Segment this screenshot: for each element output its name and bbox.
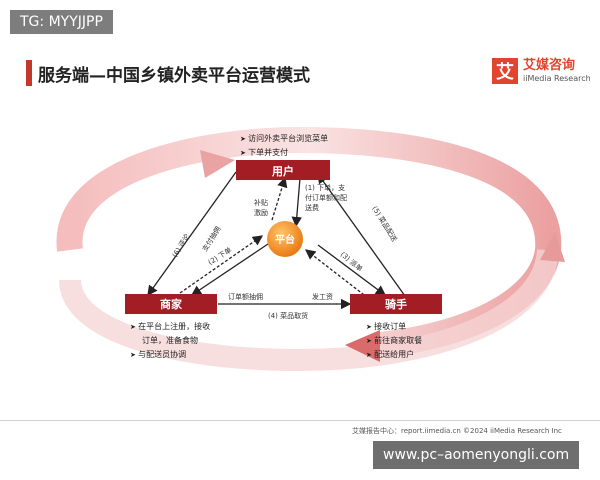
merchant-bullets: 在平台上注册，接收 订单，准备食物 与配送员协调 <box>130 320 210 362</box>
rider-bullet: 前往商家取餐 <box>366 334 422 348</box>
rider-bullets: 接收订单 前往商家取餐 配送给用户 <box>366 320 422 362</box>
label-pay-fee: 支付抽佣 <box>200 225 222 254</box>
iimedia-logo: 艾 艾媒咨询 iiMedia Research <box>492 58 591 84</box>
arrow-merchant-pays-platform <box>179 235 264 294</box>
arrow-rider-deliver-to-user <box>317 172 406 297</box>
operation-mode-diagram: 用户 平台 商家 骑手 (5) 菜品配送 (6) 评论 支付抽佣 (2) 下单 … <box>56 126 565 372</box>
node-platform-label: 平台 <box>275 233 295 246</box>
label-step1: (1) 下单，支 付订单额和配 送费 <box>305 184 347 212</box>
merchant-bullet: 在平台上注册，接收 <box>130 320 210 334</box>
arrow-user-to-platform <box>291 177 302 228</box>
node-rider: 骑手 <box>350 294 442 314</box>
cycle-ring-arrow <box>56 126 565 372</box>
label-wage: 发工资 <box>312 292 333 301</box>
node-user-label: 用户 <box>272 164 294 178</box>
rider-bullet: 配送给用户 <box>366 348 422 362</box>
node-merchant-label: 商家 <box>160 297 183 311</box>
ring-arrowhead-top <box>200 150 235 178</box>
flow-arrows <box>147 171 406 310</box>
merchant-bullet: 与配送员协调 <box>130 348 210 362</box>
label-step4: (4) 菜品取货 <box>268 311 308 320</box>
ring-arrowhead-right <box>540 232 565 262</box>
arrow-platform-to-rider <box>317 244 387 296</box>
arrow-platform-subsidy-to-user <box>271 176 288 221</box>
logo-text: 艾媒咨询 iiMedia Research <box>523 57 591 84</box>
page-title: 服务端—中国乡镇外卖平台运营模式 <box>38 66 310 86</box>
logo-mark-icon: 艾 <box>492 58 518 84</box>
top-watermark-tag: TG: MYYJJPP <box>10 10 113 34</box>
label-commission: 订单额抽佣 <box>228 292 263 301</box>
user-bullet: 下单并支付 <box>240 146 328 160</box>
footer-divider <box>0 420 600 421</box>
rider-bullet: 接收订单 <box>366 320 422 334</box>
logo-name-en: iiMedia Research <box>523 73 591 83</box>
node-merchant: 商家 <box>125 294 217 314</box>
arrow-wage-to-rider <box>304 249 369 299</box>
arrow-platform-to-merchant <box>190 243 269 296</box>
label-subsidy: 补贴 激励 <box>254 199 268 217</box>
arrow-user-review-merchant <box>147 171 237 297</box>
merchant-bullet-continued: 订单，准备食物 <box>142 336 198 345</box>
label-step6: (6) 评论 <box>170 232 191 259</box>
footer-source: 艾媒报告中心：report.iimedia.cn ©2024 iiMedia R… <box>352 427 562 435</box>
node-rider-label: 骑手 <box>385 297 407 311</box>
user-bullet: 访问外卖平台浏览菜单 <box>240 132 328 146</box>
title-accent-bar <box>26 60 32 86</box>
node-user: 用户 <box>236 160 330 180</box>
logo-name-cn: 艾媒咨询 <box>523 57 576 73</box>
bottom-watermark: www.pc–aomenyongli.com <box>373 441 580 469</box>
user-bullets: 访问外卖平台浏览菜单 下单并支付 <box>240 132 328 160</box>
label-step5: (5) 菜品配送 <box>370 204 399 243</box>
node-platform: 平台 <box>267 221 303 257</box>
